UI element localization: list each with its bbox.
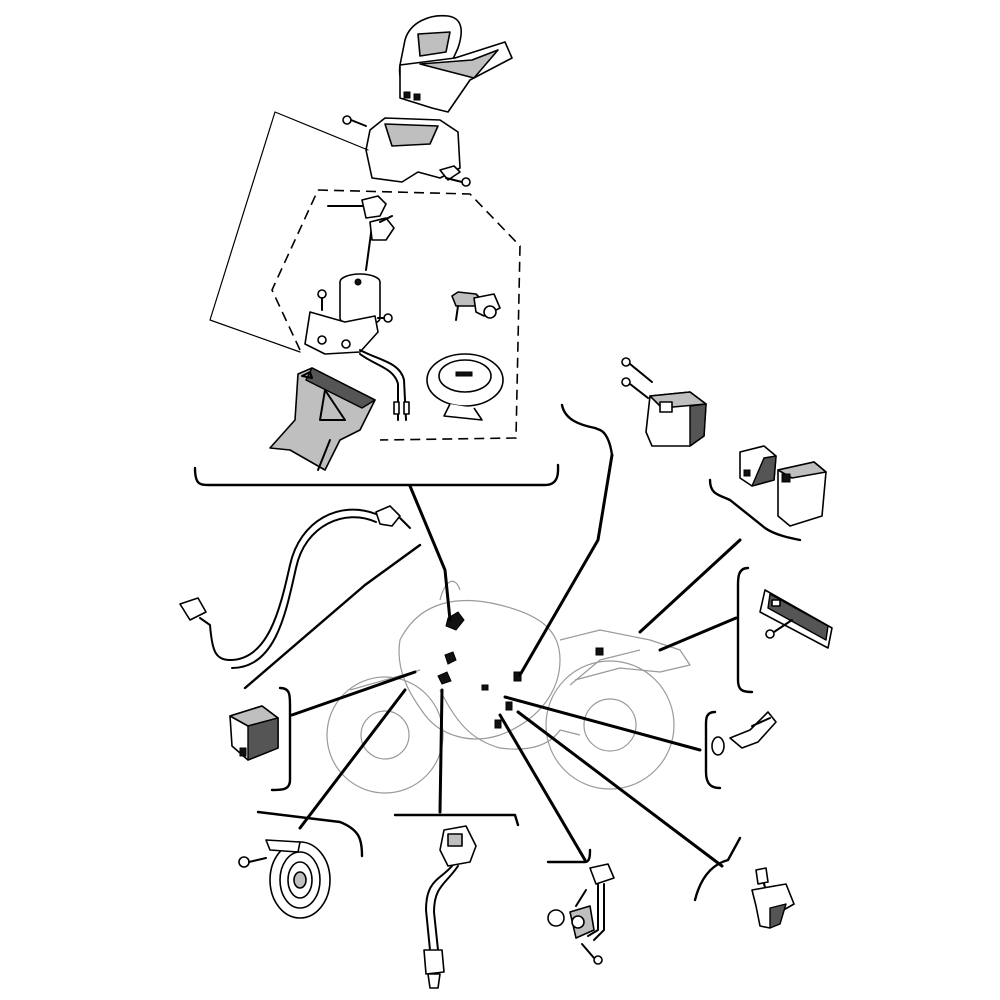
frame-horn [256, 810, 364, 858]
motorcycle-silhouette [326, 580, 691, 794]
seat-lock [451, 291, 501, 321]
leader-line-steering [209, 111, 369, 353]
crank-position-sensor [547, 863, 615, 965]
lead-small-relay [290, 670, 417, 717]
lead-horn [298, 688, 407, 830]
lead-top-group [408, 484, 452, 622]
frame-relay [560, 403, 614, 457]
lead-relay [518, 453, 614, 677]
lead-resistor [658, 616, 738, 652]
main-switch [304, 273, 410, 421]
handlebar-upper-cover [398, 14, 513, 113]
relay [621, 357, 707, 447]
horn [238, 839, 331, 919]
lead-relay-pair [638, 538, 742, 634]
frame-speed [693, 836, 742, 902]
frame-neutral [243, 543, 422, 690]
lead-crank [498, 713, 587, 862]
oxygen-sensor [423, 825, 477, 989]
frame-resistor [736, 566, 754, 694]
frame-small-relay [270, 686, 292, 792]
resistor-plate [759, 589, 833, 649]
main-switch-keys [327, 195, 395, 271]
relay-pair [739, 445, 827, 527]
lead-temperature [503, 695, 702, 752]
neutral-switch-cable [179, 505, 411, 669]
frame-relay-pair [708, 478, 802, 542]
frame-crank [546, 848, 592, 864]
lead-speed [516, 710, 724, 868]
steering-cover [342, 115, 471, 187]
frame-oxygen [393, 813, 520, 827]
main-switch-bracket [269, 367, 376, 471]
temperature-sensor [711, 711, 777, 756]
speed-sensor [751, 867, 795, 929]
frame-temperature [704, 710, 722, 790]
dashed-callout [271, 189, 521, 441]
frame-top-group [193, 463, 560, 487]
fuel-tank-cap [426, 353, 504, 421]
lead-oxygen [438, 688, 444, 814]
small-relay [229, 705, 279, 761]
